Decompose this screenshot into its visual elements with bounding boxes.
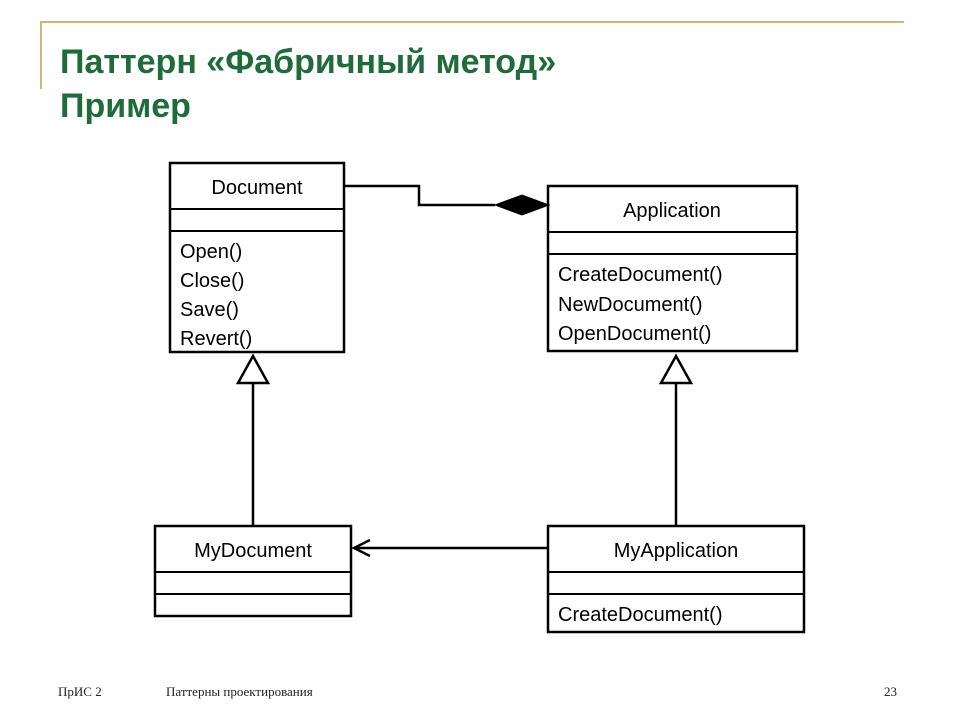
class-document: Document Open() Close() Save() Revert() (168, 161, 346, 354)
composition-line (344, 184, 495, 207)
generalization-triangle-icon (658, 353, 694, 385)
class-application: Application CreateDocument() NewDocument… (546, 184, 799, 353)
class-application-method: CreateDocument() (558, 264, 723, 286)
footer-topic: Паттерны проектирования (166, 684, 313, 699)
class-document-name: Document (211, 177, 303, 199)
header-left-rule (40, 21, 42, 89)
header-top-rule (40, 21, 904, 23)
class-application-box (546, 184, 799, 353)
class-document-method: Open() (180, 241, 242, 263)
class-document-box (168, 161, 346, 354)
class-application-method: NewDocument() (558, 294, 702, 316)
class-mydocument-name: MyDocument (194, 540, 312, 562)
class-application-name: Application (623, 200, 721, 222)
generalization-triangle-icon (235, 353, 271, 385)
slide-title-line-2: Пример (60, 87, 191, 125)
footer-course: ПрИС 2 (58, 684, 102, 699)
class-mydocument: MyDocument (153, 524, 353, 618)
class-document-method: Save() (180, 299, 239, 321)
dependency-arrow-icon (351, 538, 371, 558)
class-myapplication: MyApplication CreateDocument() (546, 524, 806, 634)
class-myapplication-box (546, 524, 806, 634)
class-document-method: Close() (180, 270, 244, 292)
class-myapplication-name: MyApplication (614, 540, 739, 562)
class-document-method: Revert() (180, 328, 252, 350)
slide-title: Паттерн «Фабричный метод» Пример (60, 40, 556, 128)
class-myapplication-method: CreateDocument() (558, 604, 723, 626)
slide-title-line-1: Паттерн «Фабричный метод» (60, 43, 557, 81)
footer-page-number: 23 (884, 684, 897, 699)
class-application-method: OpenDocument() (558, 323, 711, 345)
composition-diamond-icon (493, 194, 551, 216)
